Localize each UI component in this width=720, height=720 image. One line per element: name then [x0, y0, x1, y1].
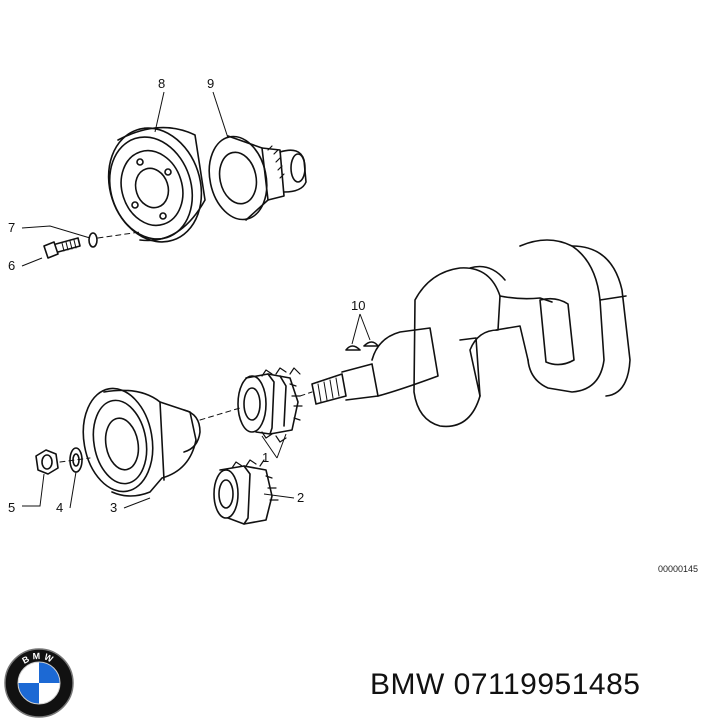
callout-10: 10 [351, 298, 365, 313]
bolt-part-6 [43, 237, 81, 259]
callout-7: 7 [8, 220, 15, 235]
hub-part-9 [208, 135, 307, 221]
nut-part-5 [35, 449, 59, 475]
damper-part-3 [82, 387, 201, 497]
callout-4: 4 [56, 500, 63, 515]
callout-1: 1 [262, 450, 269, 465]
washer-part-7 [88, 232, 98, 248]
svg-text:BMW: BMW [20, 651, 57, 666]
logo-letters: BMW [20, 651, 54, 666]
crankshaft [311, 239, 631, 428]
leader-lines [21, 91, 371, 509]
bmw-roundel-icon: BMW [4, 648, 74, 718]
callout-3: 3 [110, 500, 117, 515]
key-part-10 [345, 341, 379, 351]
diagram-reference-code: 00000145 [658, 564, 699, 574]
callout-2: 2 [297, 490, 304, 505]
pulley-part-8 [107, 126, 206, 243]
sprocket-part-1 [237, 367, 303, 443]
callout-labels: 8 9 7 6 10 1 2 3 4 5 [8, 76, 365, 515]
callout-6: 6 [8, 258, 15, 273]
gear-part-2 [213, 459, 279, 525]
callout-9: 9 [207, 76, 214, 91]
callout-8: 8 [158, 76, 165, 91]
part-number-title: BMW 07119951485 [370, 668, 641, 701]
callout-5: 5 [8, 500, 15, 515]
